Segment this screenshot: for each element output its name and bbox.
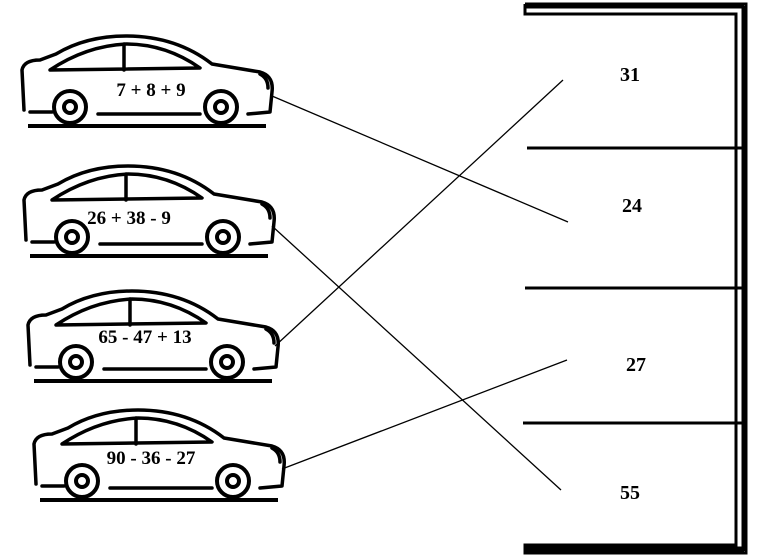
car-4: 90 - 36 - 27 bbox=[28, 406, 298, 516]
slot-number-3: 27 bbox=[626, 354, 646, 376]
car-icon bbox=[26, 289, 280, 383]
connection-line-4 bbox=[281, 359, 568, 470]
slot-number-2: 24 bbox=[622, 195, 642, 217]
car-expression: 90 - 36 - 27 bbox=[106, 448, 196, 469]
slot-number-1: 31 bbox=[620, 64, 640, 86]
car-icon bbox=[32, 408, 286, 502]
connection-line-1 bbox=[271, 95, 569, 223]
car-1: 7 + 8 + 9 bbox=[16, 32, 286, 142]
connection-line-3 bbox=[274, 79, 564, 347]
car-icon bbox=[22, 164, 276, 258]
connection-line-2 bbox=[271, 225, 562, 491]
slot-number-4: 55 bbox=[620, 482, 640, 504]
car-expression: 7 + 8 + 9 bbox=[116, 80, 186, 101]
car-icon bbox=[20, 34, 274, 128]
car-2: 26 + 38 - 9 bbox=[18, 162, 288, 272]
car-3: 65 - 47 + 13 bbox=[22, 287, 292, 397]
car-expression: 26 + 38 - 9 bbox=[87, 208, 171, 229]
car-expression: 65 - 47 + 13 bbox=[98, 327, 192, 348]
